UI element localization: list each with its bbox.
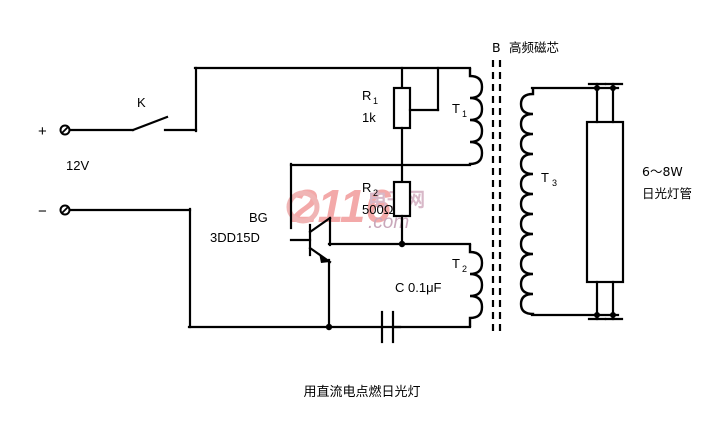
core-designator-label: B (492, 40, 501, 55)
figure-caption: 用直流电点燃日光灯 (303, 384, 420, 400)
secondary-leads-group (530, 86, 620, 317)
top-rail-group (193, 66, 472, 133)
node-lamp-bottom-right (610, 312, 616, 318)
winding-t1-group: T 1 (452, 68, 484, 166)
winding-t3-designator: T (541, 170, 549, 185)
capacitor-group: C 0.1μF (380, 280, 472, 344)
negative-sign-label: − (38, 203, 47, 220)
mid-rail-group (289, 162, 472, 230)
power-supply-terminals: + − 12V (38, 123, 89, 220)
switch-blade (131, 115, 169, 132)
resistor-r1-value: 1k (362, 110, 376, 125)
lamp-name-label: 日光灯管 (642, 186, 692, 201)
resistor-r1-group: R 1 1k (362, 66, 440, 167)
transformer-core-group: B 高频磁芯 (491, 40, 559, 335)
lamp-power-label: 6～8W (642, 164, 683, 179)
node-lamp-bottom (594, 312, 600, 318)
watermark-number: 2116 (291, 180, 391, 232)
emitter-path-group (325, 258, 333, 331)
node-lamp-top-right (610, 85, 616, 91)
switch-k-group: K (68, 95, 198, 132)
capacitor-label: C 0.1μF (395, 280, 442, 295)
transistor-bg-group: BG 3DD15D (210, 210, 332, 264)
lamp-tube-body (585, 120, 625, 284)
resistor-r1-subscript: 1 (373, 96, 378, 106)
node-lamp-top (594, 85, 600, 91)
winding-t3-group: T 3 (519, 88, 557, 316)
supply-voltage-label: 12V (66, 158, 89, 173)
transistor-designator: BG (249, 210, 268, 225)
switch-label: K (137, 95, 146, 110)
fluorescent-lamp-group: 6～8W 日光灯管 (585, 82, 692, 321)
winding-t2-subscript: 2 (462, 264, 467, 274)
winding-t2-group: T 2 (452, 244, 484, 327)
negative-terminal-slash (60, 205, 70, 215)
coil-t2-path (468, 244, 484, 327)
watermark-domain: .com (368, 212, 409, 233)
resistor-r2-value: 500Ω (362, 202, 394, 217)
winding-t1-designator: T (452, 101, 460, 116)
winding-t2-designator: T (452, 256, 460, 271)
collector-rail-group (327, 216, 472, 247)
coil-t3-path (519, 88, 535, 316)
core-name-label: 高频磁芯 (509, 40, 559, 55)
negative-rail-group (68, 207, 402, 329)
coil-t1-path (468, 68, 484, 166)
resistor-r2-body (392, 180, 412, 218)
resistor-r2-designator: R (362, 180, 371, 195)
transistor-emitter-arrow (319, 253, 330, 263)
watermark-ring (286, 190, 320, 224)
resistor-r1-body (392, 86, 412, 130)
winding-t1-subscript: 1 (462, 109, 467, 119)
winding-t3-subscript: 3 (552, 178, 557, 188)
transistor-model: 3DD15D (210, 230, 260, 245)
transistor-collector-lead (308, 216, 332, 234)
resistor-r1-designator: R (362, 88, 371, 103)
resistor-r2-group: R 2 500Ω (362, 163, 412, 248)
positive-sign-label: + (38, 123, 47, 140)
positive-terminal-slash (60, 125, 70, 135)
resistor-r2-subscript: 2 (373, 188, 378, 198)
